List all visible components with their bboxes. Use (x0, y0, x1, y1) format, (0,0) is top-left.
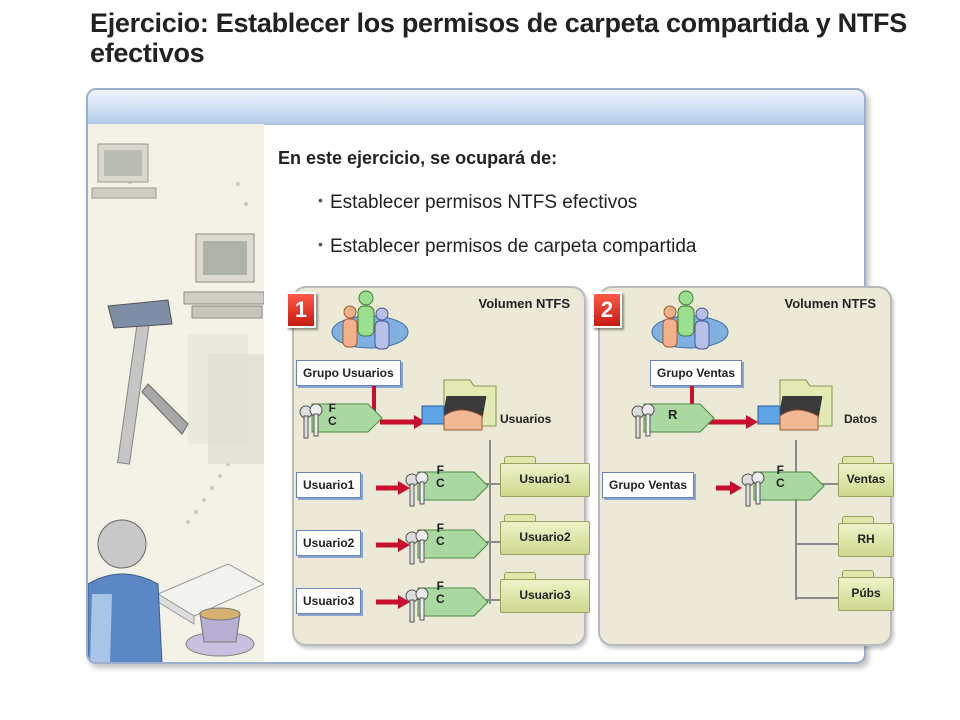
permission-letter: F (436, 521, 444, 535)
panel-1: 1 Volumen NTFS Grupo Usuarios F C (286, 286, 590, 646)
root-folder-label: Datos (844, 412, 878, 426)
user-group-icon (331, 290, 409, 350)
group-label-box: Grupo Ventas (650, 360, 743, 386)
folder-label: RH (838, 523, 894, 557)
key-icon (405, 529, 489, 565)
volume-label: Volumen NTFS (784, 296, 876, 311)
folder-label: Usuario2 (500, 521, 590, 555)
permission-letter: C (436, 534, 445, 548)
step-number-badge: 2 (592, 292, 622, 328)
folder-label: Ventas (838, 463, 894, 497)
bullet-text: Establecer permisos NTFS efectivos (330, 192, 638, 213)
key-icon (405, 587, 489, 623)
card-header-band (88, 90, 864, 125)
step-number-badge: 1 (286, 292, 316, 328)
user-label-box: Usuario1 (296, 472, 362, 498)
bullet-dot: • (318, 192, 323, 208)
bullet-text: Establecer permisos de carpeta compartid… (330, 236, 697, 257)
share-permission-label: F C (328, 402, 337, 428)
permission-letter: C (328, 414, 337, 428)
ntfs-permission-label: F C (436, 464, 445, 490)
volume-label: Volumen NTFS (478, 296, 570, 311)
folder-icon: Ventas (838, 456, 894, 497)
bullet-item: • Establecer permisos NTFS efectivos (318, 192, 638, 214)
intro-text: En este ejercicio, se ocupará de: (278, 148, 558, 168)
panel-2: 2 Volumen NTFS Grupo Ventas R Datos Gr (592, 286, 894, 646)
permission-letter: F (436, 579, 444, 593)
permission-letter: C (776, 476, 785, 490)
folder-icon: Usuario2 (500, 514, 590, 555)
root-folder-label: Usuarios (500, 412, 552, 426)
group-label-box: Grupo Usuarios (296, 360, 401, 386)
shared-folder-icon (757, 379, 833, 431)
key-icon (741, 471, 825, 507)
page-title: Ejercicio: Establecer los permisos de ca… (90, 8, 907, 68)
permission-letter: R (668, 407, 678, 422)
user-label-box: Usuario2 (296, 530, 362, 556)
permission-letter: C (436, 592, 445, 606)
ntfs-permission-label: F C (776, 464, 785, 490)
ntfs-permission-label: F C (436, 522, 445, 548)
folder-label: Púbs (838, 577, 894, 611)
user-label-box: Usuario3 (296, 588, 362, 614)
folder-label: Usuario1 (500, 463, 590, 497)
folder-icon: Usuario3 (500, 572, 590, 613)
permission-letter: F (776, 463, 784, 477)
key-icon (631, 403, 715, 439)
permission-letter: F (328, 401, 336, 415)
side-illustration (88, 124, 264, 662)
folder-icon: Usuario1 (500, 456, 590, 497)
shared-folder-icon (421, 379, 497, 431)
permission-letter: F (436, 463, 444, 477)
bullet-dot: • (318, 236, 323, 252)
key-icon (405, 471, 489, 507)
user-group-icon (651, 290, 729, 350)
bullet-item: • Establecer permisos de carpeta compart… (318, 236, 697, 258)
folder-icon: RH (838, 516, 894, 557)
share-permission-label: R (668, 408, 677, 421)
folder-label: Usuario3 (500, 579, 590, 613)
permission-letter: C (436, 476, 445, 490)
ntfs-permission-label: F C (436, 580, 445, 606)
key-icon (299, 403, 383, 439)
folder-icon: Púbs (838, 570, 894, 611)
ntfs-group-label-box: Grupo Ventas (602, 472, 695, 498)
